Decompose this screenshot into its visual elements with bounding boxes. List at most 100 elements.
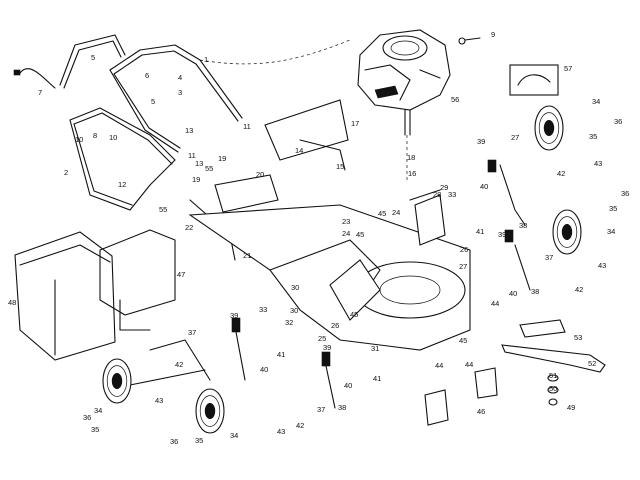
callout-c20: 20 — [256, 170, 264, 179]
callout-c2: 2 — [64, 168, 68, 177]
callout-c33a: 33 — [448, 190, 456, 199]
callout-c42b: 42 — [575, 285, 583, 294]
callout-c37a: 37 — [545, 253, 553, 262]
callout-c36b: 36 — [621, 189, 629, 198]
callout-c10b: 10 — [109, 133, 117, 142]
callout-c14: 14 — [295, 146, 303, 155]
callout-c22: 22 — [185, 223, 193, 232]
rear-baffle-plate — [414, 194, 446, 246]
callout-c43b: 43 — [598, 261, 606, 270]
callout-c46: 46 — [477, 407, 485, 416]
wheel-rear-right-bottom — [552, 209, 582, 255]
callout-c25: 25 — [318, 334, 326, 343]
callout-c44a: 44 — [491, 299, 499, 308]
axle-front — [129, 339, 211, 386]
callout-c42d: 42 — [296, 421, 304, 430]
callout-c43d: 43 — [277, 427, 285, 436]
callout-c36c: 36 — [83, 413, 91, 422]
callout-c3: 3 — [178, 88, 182, 97]
callout-c29: 29 — [440, 183, 448, 192]
wheel-front-left — [102, 358, 132, 404]
control-cable — [13, 39, 351, 89]
callout-c16: 16 — [408, 169, 416, 178]
height-adjusters — [231, 159, 531, 409]
callout-c24b: 24 — [392, 208, 400, 217]
callout-c21: 21 — [243, 251, 251, 260]
callout-c40d: 40 — [344, 381, 352, 390]
callout-c37b: 37 — [188, 328, 196, 337]
callout-c36d: 36 — [170, 437, 178, 446]
callout-c39d: 39 — [323, 343, 331, 352]
callout-c43c: 43 — [155, 396, 163, 405]
callout-c44c: 44 — [465, 360, 473, 369]
wheel-front-center — [195, 388, 225, 434]
callout-c30b: 30 — [290, 306, 298, 315]
callout-c45a: 45 — [378, 209, 386, 218]
callout-c6: 6 — [145, 71, 149, 80]
callout-c36a: 36 — [614, 117, 622, 126]
skirt-flaps — [424, 367, 498, 426]
callout-c43a: 43 — [594, 159, 602, 168]
callout-c34b: 34 — [607, 227, 615, 236]
callout-c35c: 35 — [91, 425, 99, 434]
callout-c4: 4 — [178, 73, 182, 82]
callout-c17: 17 — [351, 119, 359, 128]
callout-c28: 28 — [433, 190, 441, 199]
callout-c42a: 42 — [557, 169, 565, 178]
callout-c38a: 38 — [519, 221, 527, 230]
callout-c41a: 41 — [476, 227, 484, 236]
callout-c47: 47 — [177, 270, 185, 279]
callout-c24a: 24 — [342, 229, 350, 238]
callout-c9: 9 — [491, 30, 495, 39]
callout-c26b: 26 — [331, 321, 339, 330]
callout-c1: 1 — [204, 55, 208, 64]
callout-c5a: 5 — [91, 53, 95, 62]
callout-c15: 15 — [336, 162, 344, 171]
callout-c41c: 41 — [373, 374, 381, 383]
callout-c50: 50 — [549, 384, 557, 393]
callout-c11a: 11 — [188, 151, 196, 160]
callout-c30a: 30 — [291, 283, 299, 292]
callout-c44b: 44 — [435, 361, 443, 370]
callout-c19b: 19 — [192, 175, 200, 184]
callout-c19a: 19 — [218, 154, 226, 163]
callout-c39a: 39 — [477, 137, 485, 146]
callout-c7: 7 — [38, 88, 42, 97]
callout-c49: 49 — [567, 403, 575, 412]
callout-c10a: 10 — [75, 135, 83, 144]
fuel-cap — [458, 37, 481, 45]
callout-c11b: 11 — [243, 122, 251, 131]
callout-c5b: 5 — [151, 97, 155, 106]
callout-c37c: 37 — [317, 405, 325, 414]
callout-c32: 32 — [285, 318, 293, 327]
part-57-inset — [509, 64, 559, 96]
callout-c34d: 34 — [230, 431, 238, 440]
callout-c41b: 41 — [277, 350, 285, 359]
callout-c35b: 35 — [609, 204, 617, 213]
callout-c45c: 45 — [350, 310, 358, 319]
callout-c48: 48 — [8, 298, 16, 307]
callout-c55a: 55 — [205, 164, 213, 173]
callout-c40b: 40 — [509, 289, 517, 298]
callout-c40a: 40 — [480, 182, 488, 191]
callout-c13b: 13 — [195, 159, 203, 168]
callout-c42c: 42 — [175, 360, 183, 369]
callout-c33b: 33 — [259, 305, 267, 314]
callout-c18: 18 — [407, 153, 415, 162]
callout-c23: 23 — [342, 217, 350, 226]
callout-c39b: 39 — [498, 230, 506, 239]
callout-c38c: 38 — [338, 403, 346, 412]
callout-c45d: 45 — [459, 336, 467, 345]
callout-c45b: 45 — [356, 230, 364, 239]
wheel-rear-right-top — [534, 105, 564, 151]
callout-c8: 8 — [93, 131, 97, 140]
callout-c39c: 39 — [230, 311, 238, 320]
callout-c40c: 40 — [260, 365, 268, 374]
callout-c55b: 55 — [159, 205, 167, 214]
callout-c12: 12 — [118, 180, 126, 189]
callout-c13a: 13 — [185, 126, 193, 135]
callout-c35d: 35 — [195, 436, 203, 445]
callout-c35a: 35 — [589, 132, 597, 141]
